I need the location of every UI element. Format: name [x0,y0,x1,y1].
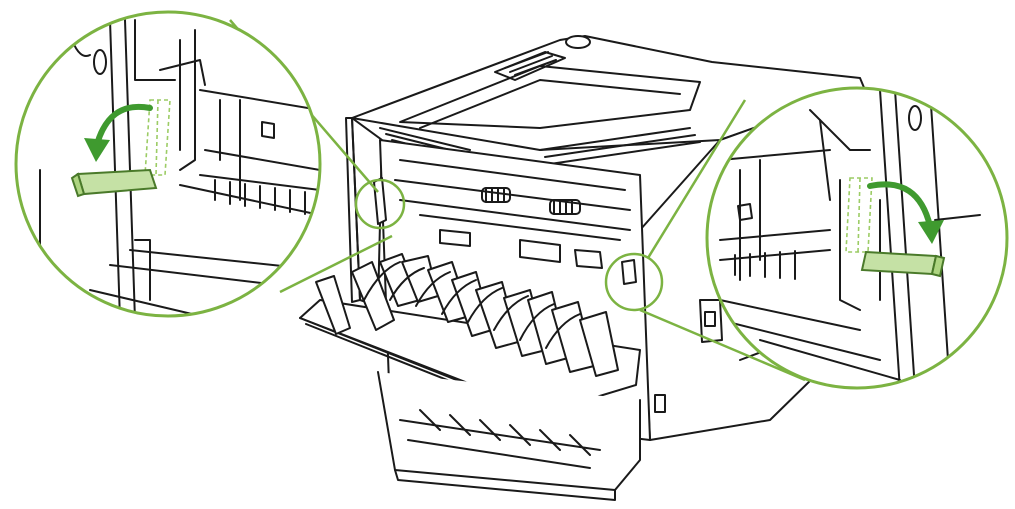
right-detail-callout [705,86,1009,390]
power-knob [565,35,591,49]
left-ghost-lever [144,99,171,176]
right-lever [860,250,946,278]
right-ghost-lever [845,177,873,253]
printer-right-lever [621,259,637,285]
left-lever-highlight [354,178,406,230]
left-detail-callout [14,10,322,318]
door-ribs [315,253,619,377]
right-lever-highlight [604,252,664,312]
curved-arrow-icon [867,181,944,244]
left-lever [70,168,158,198]
curved-arrow-icon [84,103,153,162]
